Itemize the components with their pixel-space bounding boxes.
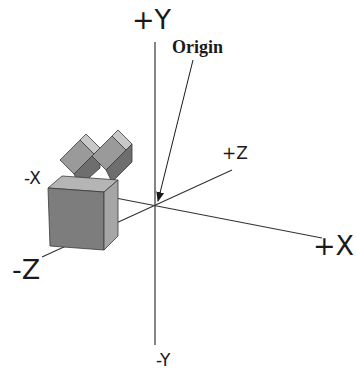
y-axis (154, 42, 155, 345)
axis-label: +Y (132, 6, 171, 33)
z-axis (42, 170, 232, 257)
axis-label: -Z (12, 256, 40, 283)
axis-label: -X (24, 170, 41, 187)
axis-label: +X (313, 232, 354, 259)
leader-arrow (158, 60, 193, 201)
axis-label: +Z (222, 145, 248, 162)
box-object (48, 130, 132, 250)
axis-label: -Y (156, 352, 171, 369)
x-axis (100, 195, 322, 238)
callout-label: Origin (172, 38, 223, 56)
